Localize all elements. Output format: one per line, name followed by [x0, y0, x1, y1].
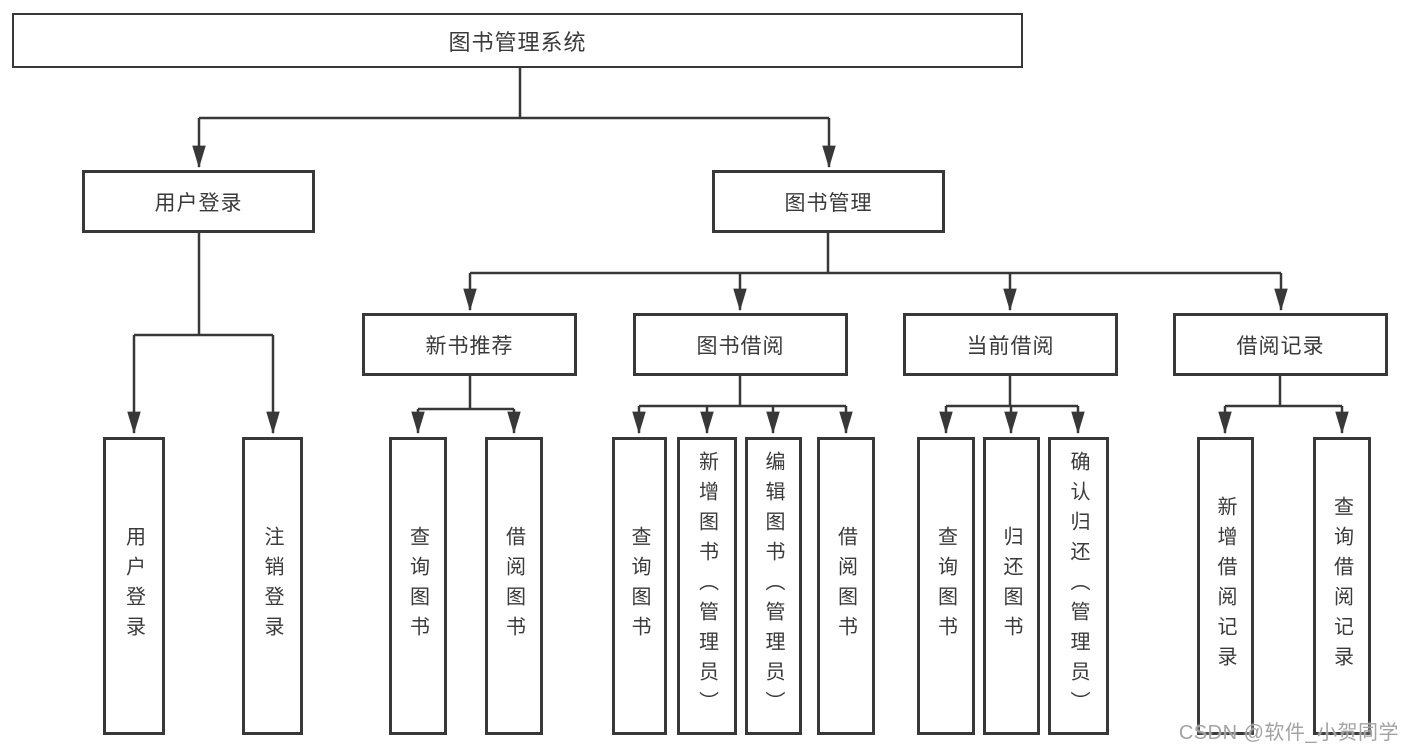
leaf-borrow-books: 借阅图书	[817, 437, 875, 735]
leaf-recommend-borrow-books: 借阅图书	[485, 437, 543, 735]
leaf-add-borrow-record: 新增借阅记录	[1197, 437, 1254, 735]
leaf-edit-books-admin: 编辑图书（管理员）	[745, 437, 802, 735]
node-book-management: 图书管理	[712, 170, 945, 233]
leaf-query-borrow-record: 查询借阅记录	[1313, 437, 1371, 735]
leaf-user-login: 用户登录	[103, 437, 165, 735]
node-library-management-system: 图书管理系统	[12, 13, 1023, 68]
node-new-book-recommend: 新书推荐	[362, 313, 577, 376]
leaf-borrow-query-books: 查询图书	[612, 437, 667, 735]
leaf-add-books-admin: 新增图书（管理员）	[677, 437, 737, 735]
csdn-watermark: CSDN @软件_小贺同学	[1178, 722, 1399, 744]
node-current-borrowing: 当前借阅	[903, 313, 1118, 376]
leaf-return-books: 归还图书	[983, 437, 1040, 735]
leaf-recommend-query-books: 查询图书	[389, 437, 447, 735]
node-book-borrowing: 图书借阅	[633, 313, 848, 376]
leaf-current-query-books: 查询图书	[917, 437, 975, 735]
leaf-logout: 注销登录	[242, 437, 303, 735]
node-user-login: 用户登录	[82, 170, 315, 233]
node-borrowing-records: 借阅记录	[1173, 313, 1388, 376]
leaf-confirm-return-admin: 确认归还（管理员）	[1048, 437, 1109, 735]
